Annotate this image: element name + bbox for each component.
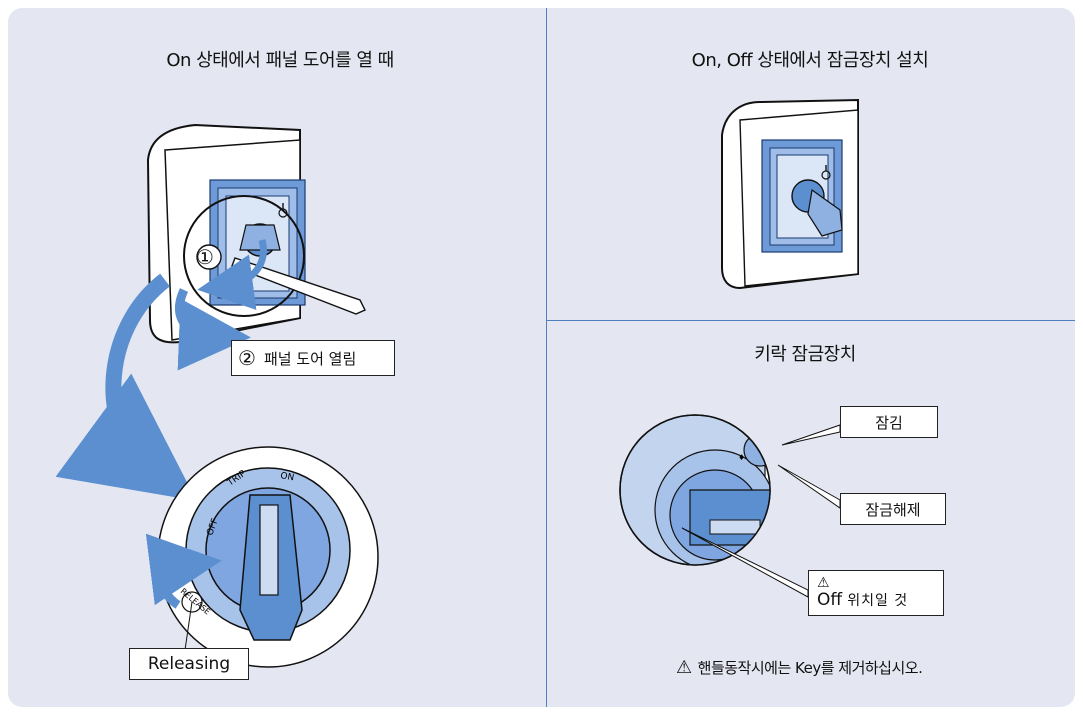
dial-mark-on: ON	[279, 471, 294, 483]
panel-door-open-label: 패널 도어 열림	[263, 349, 357, 368]
right-top-title: On, Off 상태에서 잠금장치 설치	[691, 50, 929, 71]
warning-icon: ⚠	[817, 574, 830, 591]
off-position-word: Off	[817, 589, 843, 610]
panel-door-open-callout: ② 패널 도어 열림	[231, 340, 395, 376]
locked-callout: 잠김	[840, 406, 938, 438]
lock-panel-mark-1: ♦	[758, 413, 765, 422]
off-position-callout: ⚠ Off 위치일 것	[808, 570, 944, 616]
right-bottom-title: 키락 잠금장치	[754, 344, 856, 365]
key-removal-note: ⚠ 핸들동작시에는 Key를 제거하십시오.	[676, 657, 923, 678]
key-removal-note-text: 핸들동작시에는 Key를 제거하십시오.	[697, 659, 923, 677]
step-1-marker: ①	[196, 245, 214, 269]
off-position-text: 위치일 것	[847, 592, 909, 609]
dial-drawing: OFF TRIP ON RELEASE	[145, 446, 379, 668]
releasing-callout: Releasing	[129, 648, 249, 680]
left-title: On 상태에서 패널 도어를 열 때	[166, 50, 394, 71]
panel-door-drawing	[55, 123, 366, 501]
step-2-marker: ②	[238, 346, 256, 370]
lock-panel-mark-2: ♦	[738, 453, 745, 462]
unlocked-callout: 잠금해제	[840, 493, 946, 525]
vertical-divider	[546, 8, 547, 707]
note-warning-icon: ⚠	[676, 657, 692, 678]
lock-install-drawing	[721, 98, 859, 290]
horizontal-divider	[547, 320, 1075, 321]
key-lock-drawing: ♦ ♦	[619, 413, 841, 598]
